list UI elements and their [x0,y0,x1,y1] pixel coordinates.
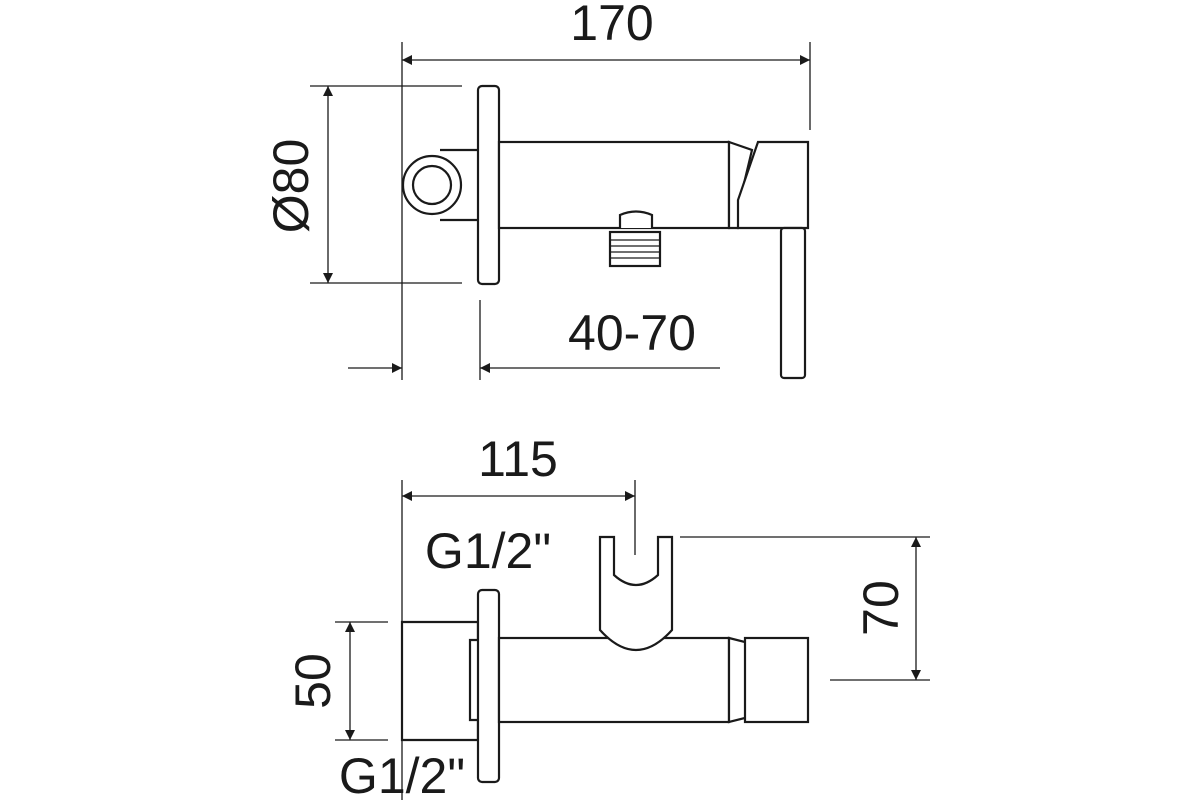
top-thread-lines [610,239,660,259]
top-outlet-neck [618,210,654,228]
top-lever [779,226,807,380]
top-inlet-ring-inner [411,164,453,206]
front-view: 115 70 50 G1/2" G1/2" [285,431,930,800]
front-handle-head [743,636,810,724]
dim-label-170: 170 [570,0,653,51]
top-inlet-housing [440,148,478,222]
dim-label-50: 50 [285,653,341,709]
front-wall-inlet-block [400,620,480,742]
dim-label-40-70: 40-70 [568,305,696,361]
dim-label-diameter-80: Ø80 [263,139,319,234]
top-handle-head [736,140,810,230]
thread-label-bottom: G1/2" [339,748,465,800]
front-flange-plate [476,588,501,784]
front-shower-holder [598,535,674,652]
front-valve-body [497,636,731,724]
dim-label-70: 70 [853,580,909,636]
top-flange-plate [476,84,501,286]
top-outlet-thread [608,230,662,268]
top-view: 170 Ø80 40-70 [263,0,811,380]
dim-label-115: 115 [478,431,558,487]
top-valve-body [497,140,731,230]
thread-label-top: G1/2" [425,523,551,579]
